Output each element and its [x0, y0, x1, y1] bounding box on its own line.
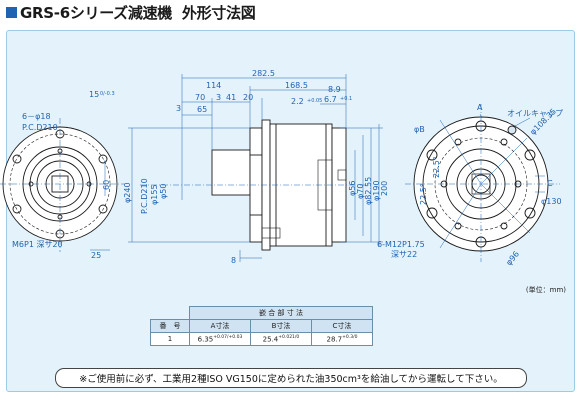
- side-dim-200: 200: [380, 180, 389, 196]
- side-dim-20: 20: [243, 93, 254, 102]
- front-hole-qty-label: 6－φ18: [22, 112, 51, 121]
- side-dim-15-tol: 0/-0.3: [100, 91, 115, 97]
- side-view-dimension-lines: [128, 74, 383, 262]
- spec-table: 嵌 合 部 寸 法 番 号 A寸法 B寸法 C寸法 1 6.35+0.07/+0…: [150, 306, 373, 346]
- side-dim-65: 65: [197, 105, 208, 114]
- back-c-mark: C: [547, 179, 553, 188]
- spec-col-c: C寸法: [311, 319, 373, 333]
- side-dim-41: 41: [226, 93, 237, 102]
- back-bolts-label: 6-M12P1.75: [377, 240, 425, 249]
- back-a-mark: A: [477, 103, 483, 112]
- side-dim-6-7: 6.7: [324, 95, 337, 104]
- back-phi-130: φ130: [541, 197, 562, 206]
- table-row: 1 6.35+0.07/+0.03 25.4+0.021/0 28.7+0.3/…: [150, 332, 373, 346]
- side-phi-155: φ155: [150, 184, 159, 205]
- spec-group-header: 嵌 合 部 寸 法: [189, 306, 373, 320]
- spec-cell-no: 1: [150, 332, 190, 346]
- side-dim-2-2: 2.2: [291, 97, 304, 106]
- side-phi-240: φ240: [123, 182, 132, 203]
- side-dim-15: 15: [89, 90, 100, 99]
- side-dim-168: 168.5: [285, 81, 308, 90]
- side-dim-2-2-tol: +0.05: [307, 98, 323, 104]
- back-oil-cap-label: オイルキャップ: [507, 109, 563, 118]
- spec-col-b: B寸法: [250, 319, 312, 333]
- back-view-dimension-lines: [405, 104, 560, 262]
- unit-note: (単位：mm): [525, 286, 566, 294]
- spec-cell-b: 25.4+0.021/0: [250, 332, 312, 346]
- drawing-subtitle: 外形寸法図: [181, 3, 256, 22]
- side-dim-8-9: 8.9: [328, 85, 341, 94]
- page-title: GRS-6シリーズ減速機 外形寸法図: [6, 2, 256, 22]
- side-dim-3b: 3: [176, 104, 182, 113]
- title-marker-icon: [6, 6, 17, 18]
- side-dim-3: 3: [216, 93, 222, 102]
- front-view-centerlines: [0, 118, 125, 252]
- front-dim-60: 60: [102, 179, 111, 190]
- footer-note: ※ご使用前に必ず、工業用2種ISO VG150に定められた油350cm³を給油し…: [55, 368, 527, 388]
- back-angle-2: 22.5°: [419, 183, 428, 205]
- side-dim-114: 114: [206, 81, 222, 90]
- front-dim-25: 25: [91, 251, 102, 260]
- series-name: GRS-6シリーズ減速機: [20, 3, 172, 22]
- side-dim-8: 8: [231, 256, 237, 265]
- side-pcd-210: P.C.D210: [140, 178, 149, 214]
- front-pcd-label: P.C.D210: [22, 123, 58, 132]
- back-phi-b: φB: [414, 125, 425, 134]
- spec-col-no: 番 号: [150, 319, 190, 333]
- side-phi-50: φ50: [159, 183, 168, 199]
- side-overall-length: 282.5: [252, 69, 275, 78]
- spec-cell-c: 28.7+0.3/0: [311, 332, 373, 346]
- front-tap-label: M6P1 深サ20: [12, 240, 63, 249]
- side-dim-70: 70: [195, 93, 206, 102]
- spec-cell-a: 6.35+0.07/+0.03: [189, 332, 251, 346]
- back-angle-1: 22.5°: [432, 156, 441, 178]
- side-dim-6-7-tol: +0.1: [340, 96, 353, 102]
- spec-col-a: A寸法: [189, 319, 251, 333]
- back-depth-label: 深サ22: [391, 250, 418, 259]
